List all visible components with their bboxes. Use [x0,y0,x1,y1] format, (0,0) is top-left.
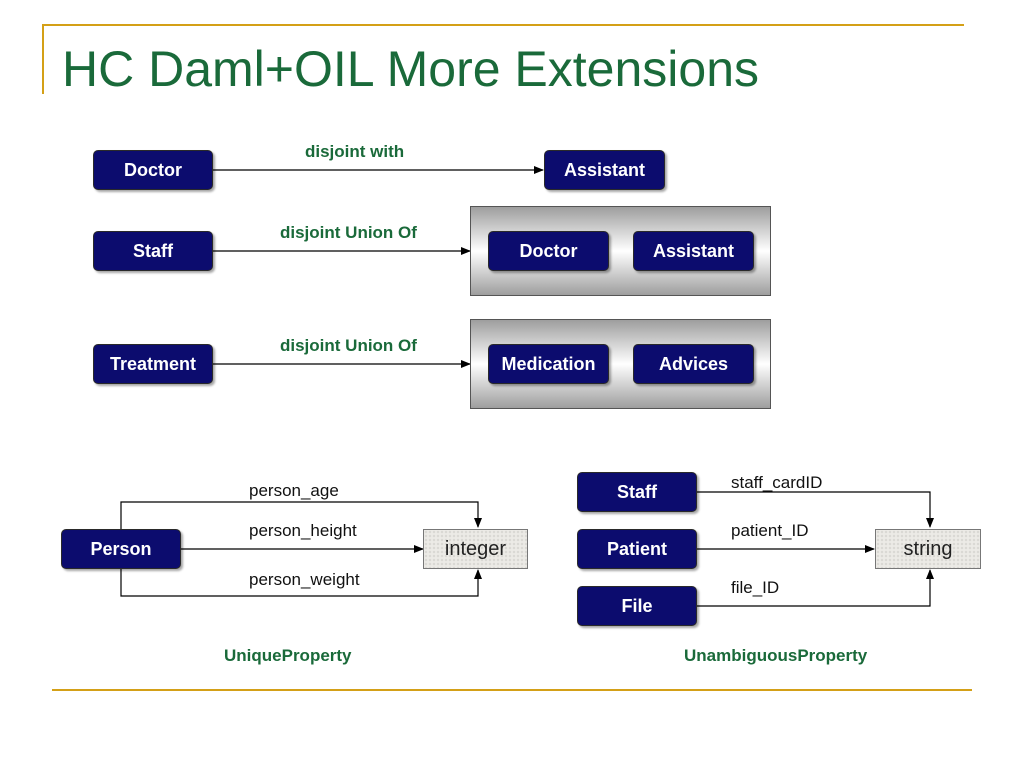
node-doctor: Doctor [93,150,213,190]
edge-person-age [120,501,482,529]
node-union-assistant: Assistant [633,231,754,271]
node-union-doctor: Doctor [488,231,609,271]
property-person-height: person_height [249,521,357,540]
node-advices: Advices [633,344,754,384]
relation-disjoint-with: disjoint with [305,142,405,161]
relation-disjoint-union-treatment: disjoint Union Of [280,336,417,355]
property-person-weight: person_weight [249,570,360,589]
node-assistant: Assistant [544,150,665,190]
type-string: string [875,529,981,569]
property-staff-cardid: staff_cardID [731,473,823,492]
node-person: Person [61,529,181,569]
edge-staff-cardid [697,491,934,528]
node-patient: Patient [577,529,697,569]
edge-file-id [697,569,934,607]
edge-person-weight [120,569,482,597]
left-accent-line [42,24,44,94]
node-treatment: Treatment [93,344,213,384]
property-patient-id: patient_ID [731,521,809,540]
caption-unique-property: UniqueProperty [224,646,352,665]
caption-unambiguous-property: UnambiguousProperty [684,646,868,665]
node-file: File [577,586,697,626]
node-staff-b: Staff [577,472,697,512]
bottom-accent-line [52,689,972,691]
property-person-age: person_age [249,481,339,500]
relation-disjoint-union-staff: disjoint Union Of [280,223,417,242]
slide-title: HC Daml+OIL More Extensions [62,41,759,97]
property-file-id: file_ID [731,578,780,597]
top-accent-line [42,24,964,26]
type-integer: integer [423,529,528,569]
node-medication: Medication [488,344,609,384]
node-staff: Staff [93,231,213,271]
